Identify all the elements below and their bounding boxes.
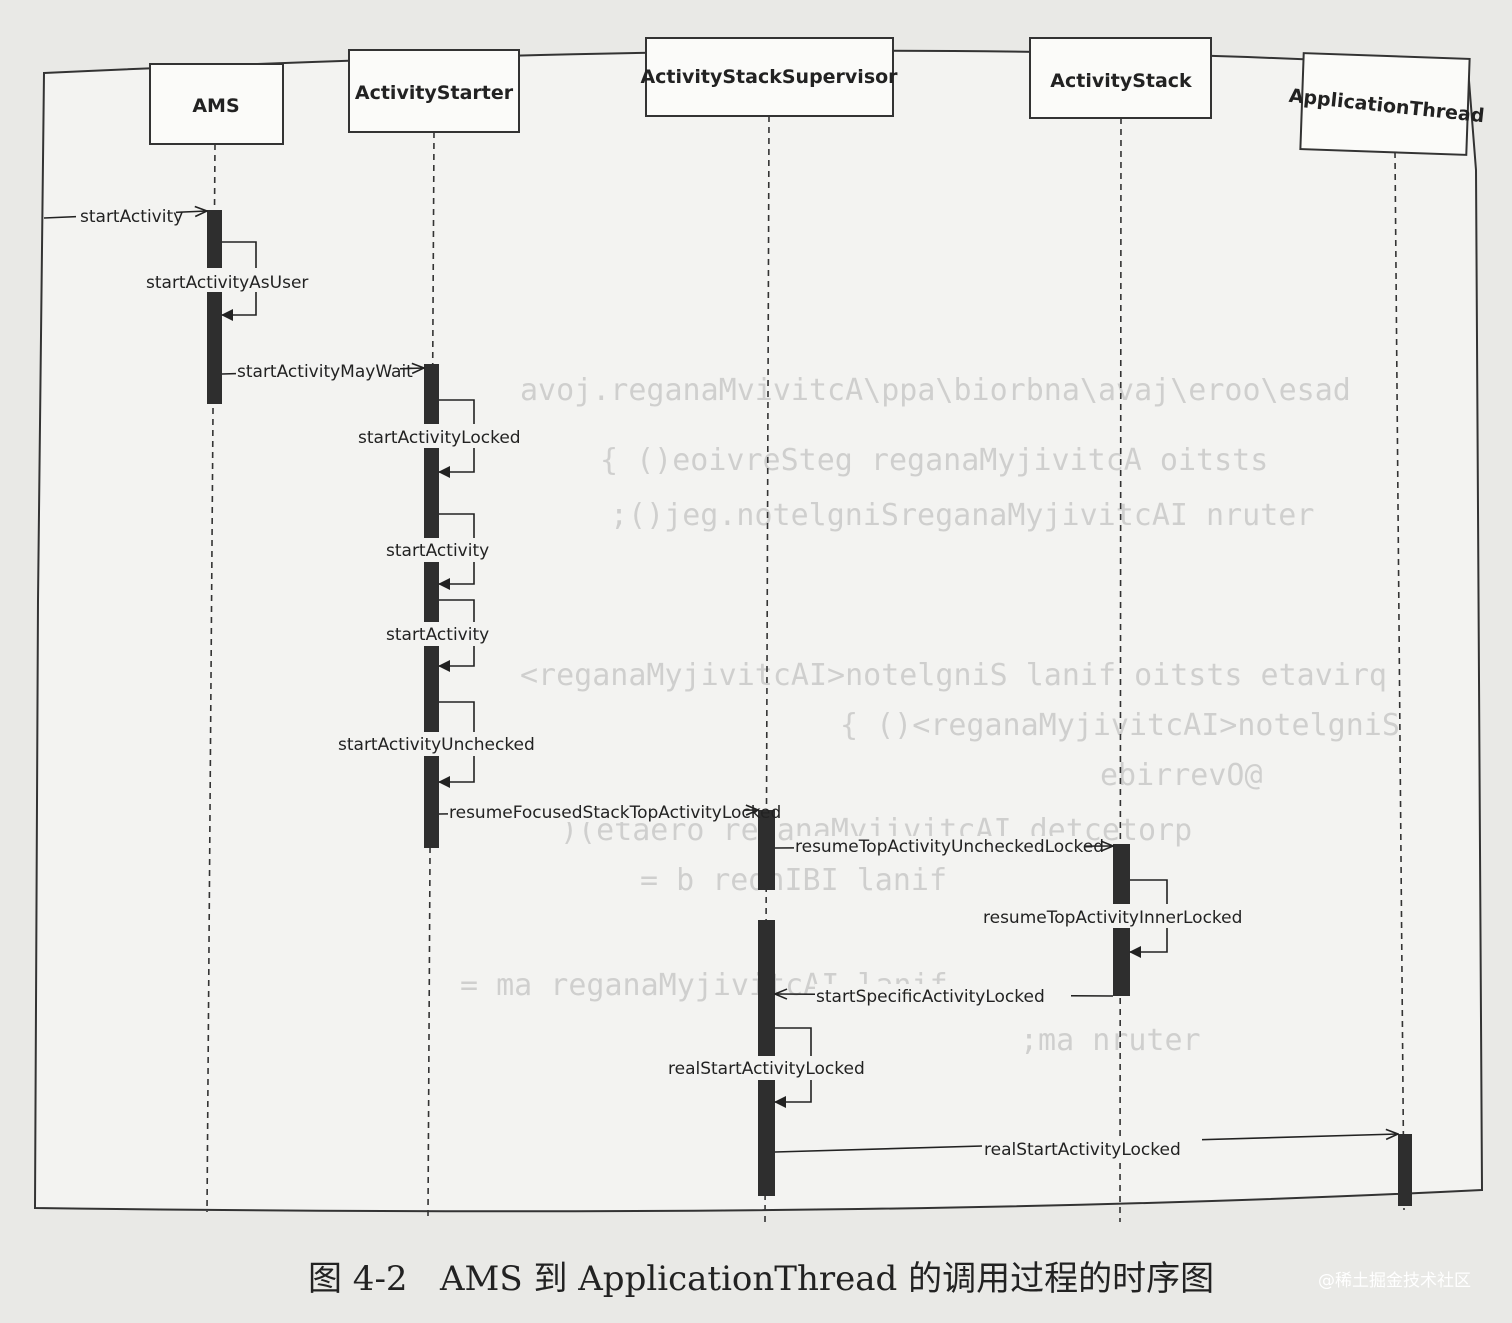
svg-text:;ma nruter: ;ma nruter — [1020, 1023, 1201, 1058]
participant-activity-stack-supervisor-label: ActivityStackSupervisor — [640, 66, 898, 88]
activation-activity-stack-supervisor-1 — [758, 810, 775, 890]
participant-activity-starter: ActivityStarter — [348, 49, 520, 133]
participant-activity-stack-label: ActivityStack — [1050, 70, 1192, 92]
label-resume-top-activity-unchecked-locked: resumeTopActivityUncheckedLocked — [795, 837, 1104, 857]
svg-text:{ ()eoivreSteg reganaMyjivitcA: { ()eoivreSteg reganaMyjivitcA oitsts — [600, 443, 1268, 478]
svg-text:= b rednIBI lanif: = b rednIBI lanif — [640, 863, 947, 898]
svg-text:<reganaMyjivitcAI>notelgniS la: <reganaMyjivitcAI>notelgniS lanif oitsts… — [520, 658, 1387, 693]
participant-application-thread: ApplicationThread — [1288, 52, 1485, 156]
svg-text:ebirrevO@: ebirrevO@ — [1100, 758, 1263, 793]
show-through-text: avoj.reganaMvivitcA\ppa\biorbna\avaj\ero… — [460, 373, 1400, 1058]
lifeline-application-thread — [1394, 151, 1405, 1211]
watermark: @稀土掘金技术社区 — [1318, 1271, 1471, 1291]
label-start-activity-locked: startActivityLocked — [358, 428, 521, 448]
activation-ams — [207, 210, 222, 404]
label-start-activity-2: startActivity — [386, 625, 489, 645]
label-real-start-activity-locked-self: realStartActivityLocked — [668, 1059, 865, 1079]
label-start-activity-may-wait: startActivityMayWait — [237, 362, 413, 382]
svg-text:avoj.reganaMvivitcA\ppa\biorbn: avoj.reganaMvivitcA\ppa\biorbna\avaj\ero… — [520, 373, 1351, 408]
label-start-specific-activity-locked: startSpecificActivityLocked — [816, 987, 1045, 1007]
label-start-activity-as-user: startActivityAsUser — [146, 273, 308, 293]
participant-activity-starter-label: ActivityStarter — [355, 82, 514, 104]
lifeline-activity-stack-supervisor — [764, 115, 770, 1223]
participant-ams-label: AMS — [192, 95, 239, 117]
label-real-start-activity-locked: realStartActivityLocked — [984, 1140, 1181, 1160]
figure-caption: 图 4-2 AMS 到 ApplicationThread 的调用过程的时序图 — [308, 1259, 1214, 1299]
participant-ams: AMS — [149, 63, 284, 145]
label-resume-focused-stack-top-activity-locked: resumeFocusedStackTopActivityLocked — [449, 803, 781, 823]
svg-text:;()jeg.notelgniSreganaMyjivitc: ;()jeg.notelgniSreganaMyjivitcAI nruter — [610, 498, 1314, 533]
label-start-activity-unchecked: startActivityUnchecked — [338, 735, 535, 755]
lifeline-activity-stack — [1119, 117, 1122, 1223]
label-resume-top-activity-inner-locked: resumeTopActivityInnerLocked — [983, 908, 1242, 928]
activation-activity-starter — [424, 364, 439, 848]
participant-activity-stack: ActivityStack — [1029, 37, 1212, 119]
label-start-activity: startActivity — [80, 207, 183, 227]
label-start-activity-1: startActivity — [386, 541, 489, 561]
activation-application-thread — [1398, 1134, 1412, 1206]
participant-activity-stack-supervisor: ActivityStackSupervisor — [640, 37, 898, 117]
